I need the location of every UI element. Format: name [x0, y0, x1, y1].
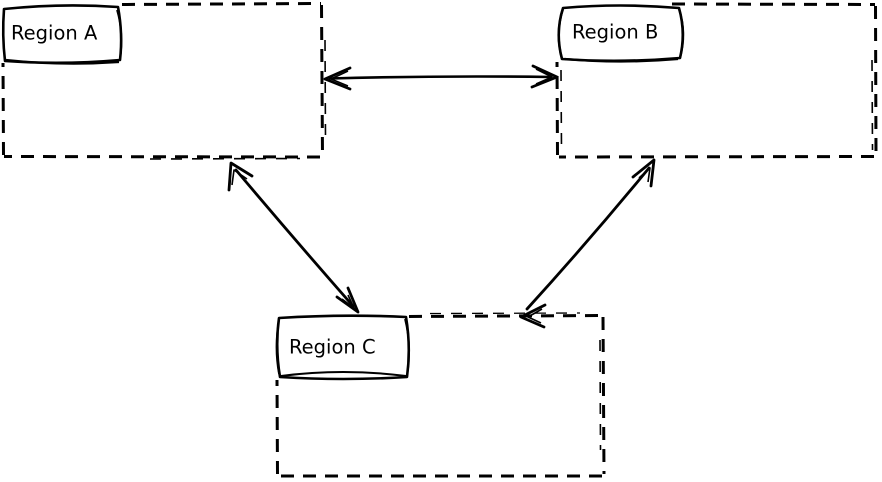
region-b-boundary-right — [874, 5, 878, 156]
region-a-label-box-right-accent — [116, 9, 123, 60]
region-a-boundary-bottom — [3, 155, 321, 159]
connection-b-c-arrowhead-bottom-inner — [527, 308, 543, 324]
region-b-label-box-left-accent — [557, 8, 565, 60]
region-a-boundary-right-accent — [324, 39, 327, 141]
connection-a-b-arrowhead-right-inner — [535, 68, 553, 85]
connection-a-b-arrowhead-right — [530, 64, 559, 89]
connection-b-c-arrowhead-top-inner — [638, 167, 651, 183]
connection-a-b-arrowhead-left-inner — [330, 70, 349, 87]
connection-a-c-arrowhead-top — [227, 161, 254, 192]
region-b-boundary-top — [671, 2, 876, 6]
connection-a-b-line — [328, 75, 553, 80]
region-a-boundary-right — [320, 4, 324, 157]
connection-a-b[interactable] — [323, 64, 559, 91]
region-c-label-box-left-accent — [275, 319, 280, 375]
region-c-label-box-bottom-accent — [280, 371, 407, 377]
region-c-label: Region C — [289, 336, 376, 359]
region-c-boundary-right — [601, 316, 606, 475]
connection-b-c-line — [525, 166, 651, 311]
region-a-boundary-bottom-accent — [149, 157, 301, 160]
region-b-label-box-bottom-accent — [564, 57, 679, 63]
connection-b-c[interactable] — [519, 158, 656, 329]
region-c-boundary-right-accent — [599, 339, 602, 451]
connection-a-b-arrowhead-left — [323, 66, 352, 91]
region-c-boundary-top-accent — [429, 312, 581, 315]
region-c-label-box-right-accent — [404, 318, 410, 377]
region-c-boundary-left — [275, 379, 279, 475]
connection-a-c-arrowhead-bottom-inner — [341, 294, 355, 309]
region-a-label-box-bottom-accent — [5, 58, 120, 65]
connection-b-c-arrowhead-top — [631, 158, 656, 188]
region-b-boundary-bottom — [558, 155, 875, 159]
region-c-label-box[interactable]: Region C — [275, 314, 411, 381]
region-a-label: Region A — [11, 22, 98, 45]
region-a-boundary-left — [1, 62, 5, 156]
region-b-label-box-right-accent — [678, 8, 685, 59]
connection-b-c-arrowhead-bottom — [519, 303, 547, 329]
region-c-boundary-top — [408, 314, 603, 318]
connection-a-c-arrowhead-top-inner — [231, 169, 248, 186]
region-b-label: Region B — [572, 21, 658, 44]
region-b-label-box[interactable]: Region B — [557, 4, 685, 63]
region-c-boundary[interactable] — [275, 312, 606, 478]
connection-a-c-arrowhead-bottom — [335, 286, 360, 314]
connection-a-c-line — [234, 168, 355, 308]
connection-a-c[interactable] — [227, 161, 360, 314]
region-a-label-box-outline — [1, 4, 123, 65]
region-b-boundary-left-accent — [560, 69, 563, 151]
region-a-label-box[interactable]: Region A — [1, 4, 123, 65]
region-b-boundary-right-accent — [871, 59, 874, 151]
region-a-boundary-top — [121, 2, 322, 6]
region-a-boundary[interactable] — [1, 2, 327, 160]
